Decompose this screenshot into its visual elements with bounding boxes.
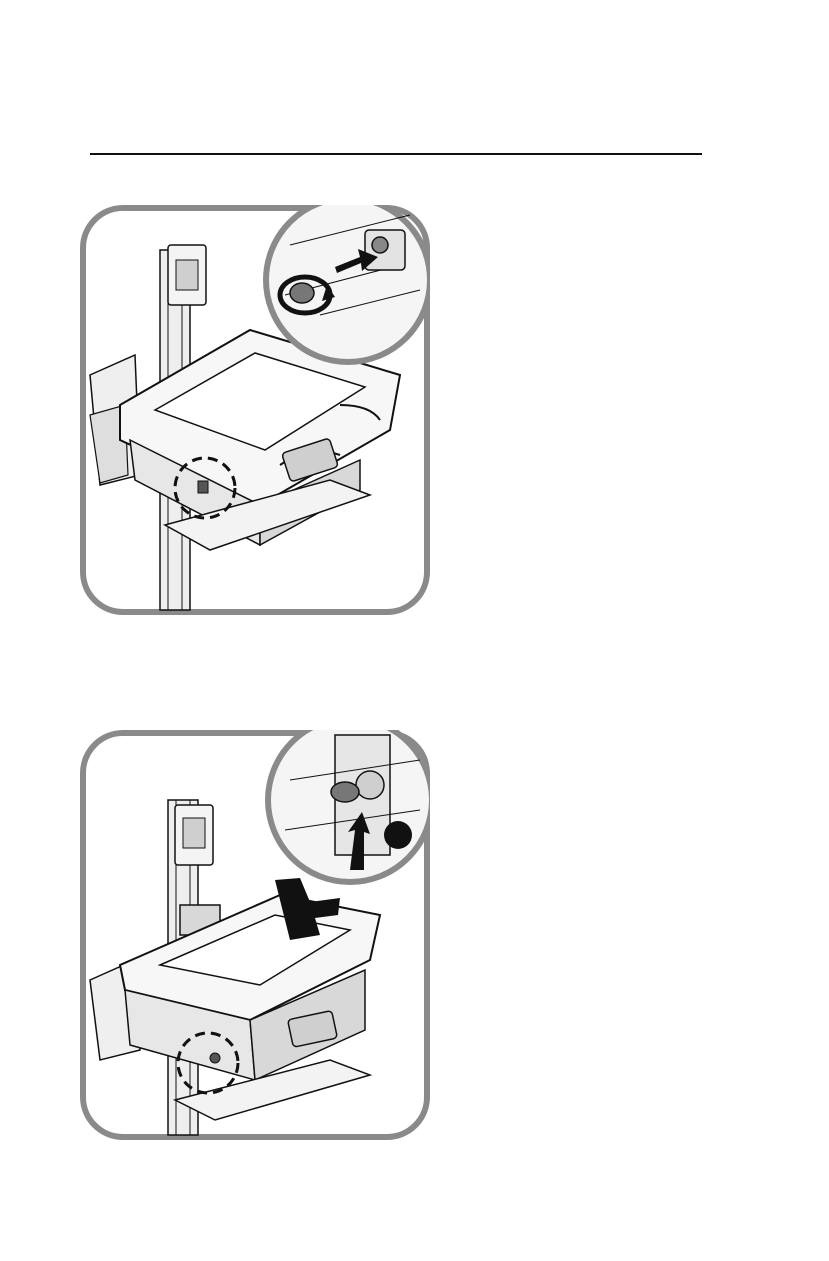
figure-lift-worksurface <box>80 730 430 1140</box>
header-rule <box>90 153 702 155</box>
cart-illustration-2 <box>80 730 430 1140</box>
indicator-dot-icon <box>384 821 412 849</box>
key-icon <box>290 283 314 303</box>
key-icon <box>331 782 359 802</box>
cart-illustration-1 <box>80 205 430 615</box>
figure-unlock-worksurface <box>80 205 430 615</box>
